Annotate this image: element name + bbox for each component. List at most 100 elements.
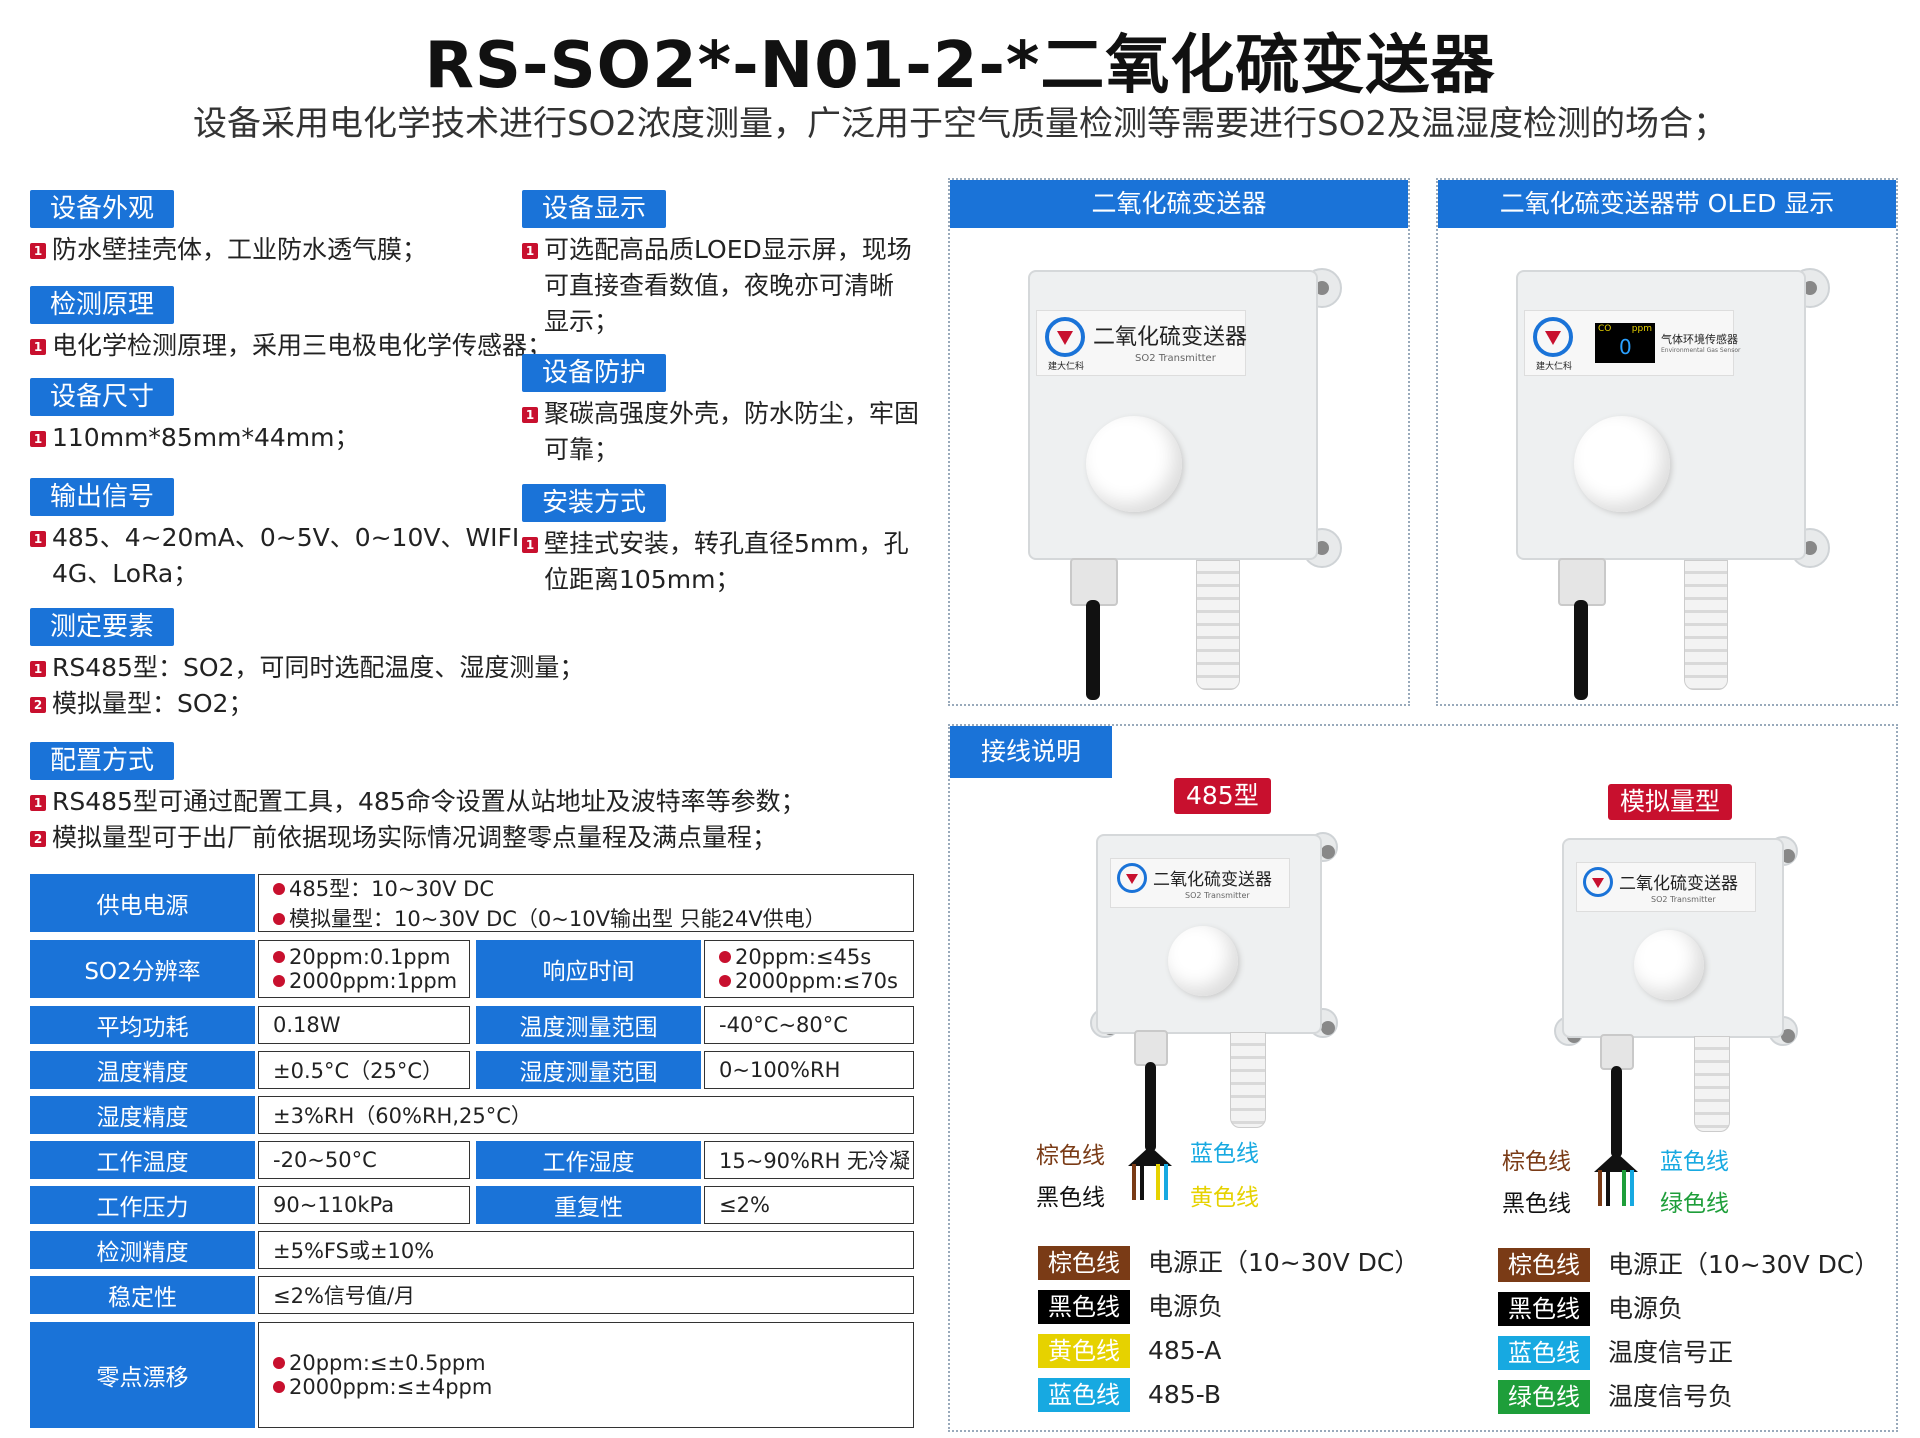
legend-chip: 黑色线 [1038,1290,1130,1324]
spec-value: 90~110kPa [258,1186,470,1224]
wire-label-yellow: 黄色线 [1190,1185,1259,1211]
legend-text: 485-B [1148,1380,1221,1409]
legend-text: 电源负 [1608,1294,1684,1323]
card-title: 二氧化硫变送器 [950,180,1408,228]
plate-sub: SO2 Transmitter [1651,895,1716,904]
wire-black [1140,1164,1144,1200]
sensor-window [1634,930,1704,1000]
type-tag-analog: 模拟量型 [1608,784,1733,820]
device-label-plate: 二氧化硫变送器 SO2 Transmitter [1110,858,1290,908]
humidity-probe [1230,1032,1266,1128]
spec-label: 工作压力 [30,1186,255,1224]
legend-chip: 蓝色线 [1038,1378,1130,1412]
spec-label: 检测精度 [30,1231,255,1269]
section-tag-protection: 设备防护 [522,354,667,392]
spec-label: SO2分辨率 [30,940,255,998]
section-tag-elements: 测定要素 [30,608,175,646]
cable [1145,1062,1156,1152]
oled-name: 气体环境传感器 [1661,333,1738,346]
plate-name: 二氧化硫变送器 [1153,870,1272,890]
spec-label: 温度精度 [30,1051,255,1089]
section-tag-size: 设备尺寸 [30,378,175,416]
wire-blue [1164,1164,1168,1200]
wire-label-black: 黑色线 [1502,1191,1571,1217]
spec-label: 温度测量范围 [476,1006,701,1044]
brand-logo [1533,317,1573,357]
product-card-basic: 二氧化硫变送器 建大仁科 二氧化硫变送器 SO2 Transmitter [948,178,1410,706]
legend-chip: 棕色线 [1038,1246,1130,1280]
spec-value: ≤2% [704,1186,914,1224]
wiring-title: 接线说明 [950,726,1112,778]
num-mark: 1 [30,431,46,447]
num-mark: 1 [30,531,46,547]
wire-brown [1598,1170,1602,1206]
brand-logo [1117,863,1147,893]
section-tag-principle: 检测原理 [30,286,175,324]
spec-label: 工作湿度 [476,1141,701,1179]
wire-blue [1630,1170,1634,1206]
legend-chip: 黄色线 [1038,1334,1130,1368]
cable-gland [1070,558,1118,606]
legend-text: 温度信号正 [1608,1338,1734,1367]
device-label-plate: 二氧化硫变送器 SO2 Transmitter [1576,862,1756,912]
num-mark: 1 [522,537,538,553]
num-mark: 1 [30,243,46,259]
card-title: 二氧化硫变送器带 OLED 显示 [1438,180,1896,228]
wire-label-green: 绿色线 [1660,1191,1729,1217]
device-label-plate: 建大仁科 二氧化硫变送器 SO2 Transmitter [1036,310,1247,376]
legend-chip: 绿色线 [1498,1380,1590,1414]
oled-screen: CO ppm 0 [1595,323,1655,363]
spec-value: ±0.5°C（25°C） [258,1051,470,1089]
humidity-probe [1694,1036,1730,1132]
section-tag-config: 配置方式 [30,742,175,780]
cable-gland [1558,558,1606,606]
spec-label: 供电电源 [30,874,255,932]
product-card-oled: 二氧化硫变送器带 OLED 显示 建大仁科 CO ppm 0 气体环境传感器 E… [1436,178,1898,706]
legend-chip: 蓝色线 [1498,1336,1590,1370]
spec-label: 湿度精度 [30,1096,255,1134]
brand-name: 建大仁科 [1047,362,1084,372]
wire-yellow [1156,1164,1160,1200]
sensor-window [1574,416,1670,512]
brand-name: 建大仁科 [1535,362,1572,372]
spec-label: 稳定性 [30,1276,255,1314]
oled-value: 0 [1619,335,1632,359]
legend-chip: 棕色线 [1498,1248,1590,1282]
type-tag-485: 485型 [1174,778,1271,814]
cable [1086,600,1100,700]
spec-value: ±3%RH（60%RH,25°C） [258,1096,914,1134]
num-mark: 1 [30,339,46,355]
spec-value: -20~50°C [258,1141,470,1179]
spec-value: 485型：10~30V DC 模拟量型：10~30V DC（0~10V输出型 只… [258,874,914,932]
spec-value: ±5%FS或±10% [258,1231,914,1269]
spec-value: 20ppm:0.1ppm 2000ppm:1ppm [258,940,470,998]
wire-label-brown: 棕色线 [1502,1149,1571,1175]
wire-brown [1132,1164,1136,1200]
page-title: RS-SO2*-N01-2-*二氧化硫变送器 [424,29,1496,103]
wire-label-brown: 棕色线 [1036,1143,1105,1169]
spec-label: 工作温度 [30,1141,255,1179]
wire-black [1606,1170,1610,1206]
sensor-window [1086,416,1182,512]
sensor-window [1168,926,1238,996]
section-tag-mount: 安装方式 [522,484,667,522]
oled-sub: Environmental Gas Sensor [1661,347,1741,354]
oled-unit-left: CO [1598,324,1612,334]
legend-text: 电源正（10~30V DC） [1148,1248,1420,1277]
spec-label: 重复性 [476,1186,701,1224]
section-tag-display: 设备显示 [522,190,667,228]
wire-label-black: 黑色线 [1036,1185,1105,1211]
spec-value: 0~100%RH [704,1051,914,1089]
legend-text: 电源正（10~30V DC） [1608,1250,1880,1279]
num-mark: 1 [30,661,46,677]
legend-text: 电源负 [1148,1292,1224,1321]
